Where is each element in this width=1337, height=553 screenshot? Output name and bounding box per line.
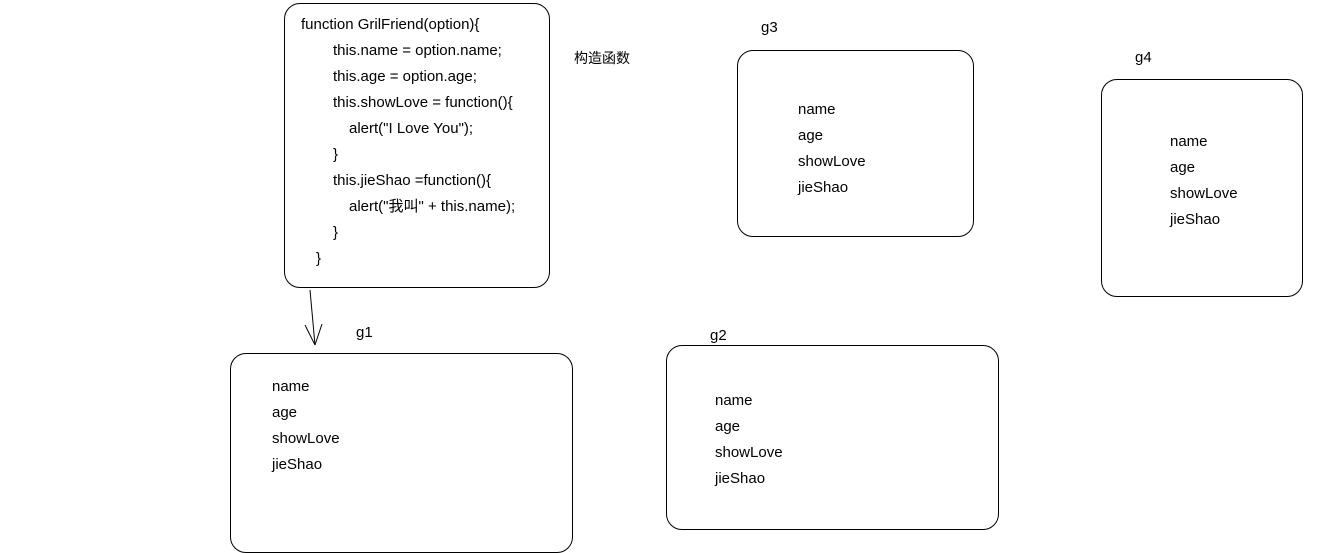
object-box-g2 [666,345,999,530]
object-field: jieShao [798,179,849,196]
code-line: alert("我叫" + this.name); [349,198,516,215]
object-field: jieShao [715,470,766,487]
object-field: showLove [1170,185,1238,202]
object-field: age [1170,159,1196,176]
object-field: showLove [715,444,783,461]
code-line: } [316,250,322,267]
code-line: this.jieShao =function(){ [333,172,492,189]
object-field: jieShao [272,456,323,473]
code-line: function GrilFriend(option){ [301,16,480,33]
object-field: jieShao [1170,211,1221,228]
constructor-label: 构造函数 [574,50,630,66]
code-line: } [333,146,339,163]
instantiation-arrow [304,289,323,346]
object-field: name [1170,133,1208,150]
object-title-g1: g1 [356,324,373,341]
object-field: name [798,101,836,118]
object-field: showLove [272,430,340,447]
object-field: age [715,418,741,435]
object-title-g2: g2 [710,327,727,344]
object-box-g3 [737,50,974,237]
object-field: name [715,392,753,409]
object-field: name [272,378,310,395]
constructor-box [284,3,550,288]
object-field: age [272,404,298,421]
object-title-g4: g4 [1135,49,1152,66]
object-title-g3: g3 [761,19,778,36]
code-line: this.age = option.age; [333,68,477,85]
code-line: alert("I Love You"); [349,120,474,137]
object-field: age [798,127,824,144]
object-field: showLove [798,153,866,170]
code-line: } [333,224,339,241]
code-line: this.showLove = function(){ [333,94,513,111]
code-line: this.name = option.name; [333,42,502,59]
object-box-g4 [1101,79,1303,297]
